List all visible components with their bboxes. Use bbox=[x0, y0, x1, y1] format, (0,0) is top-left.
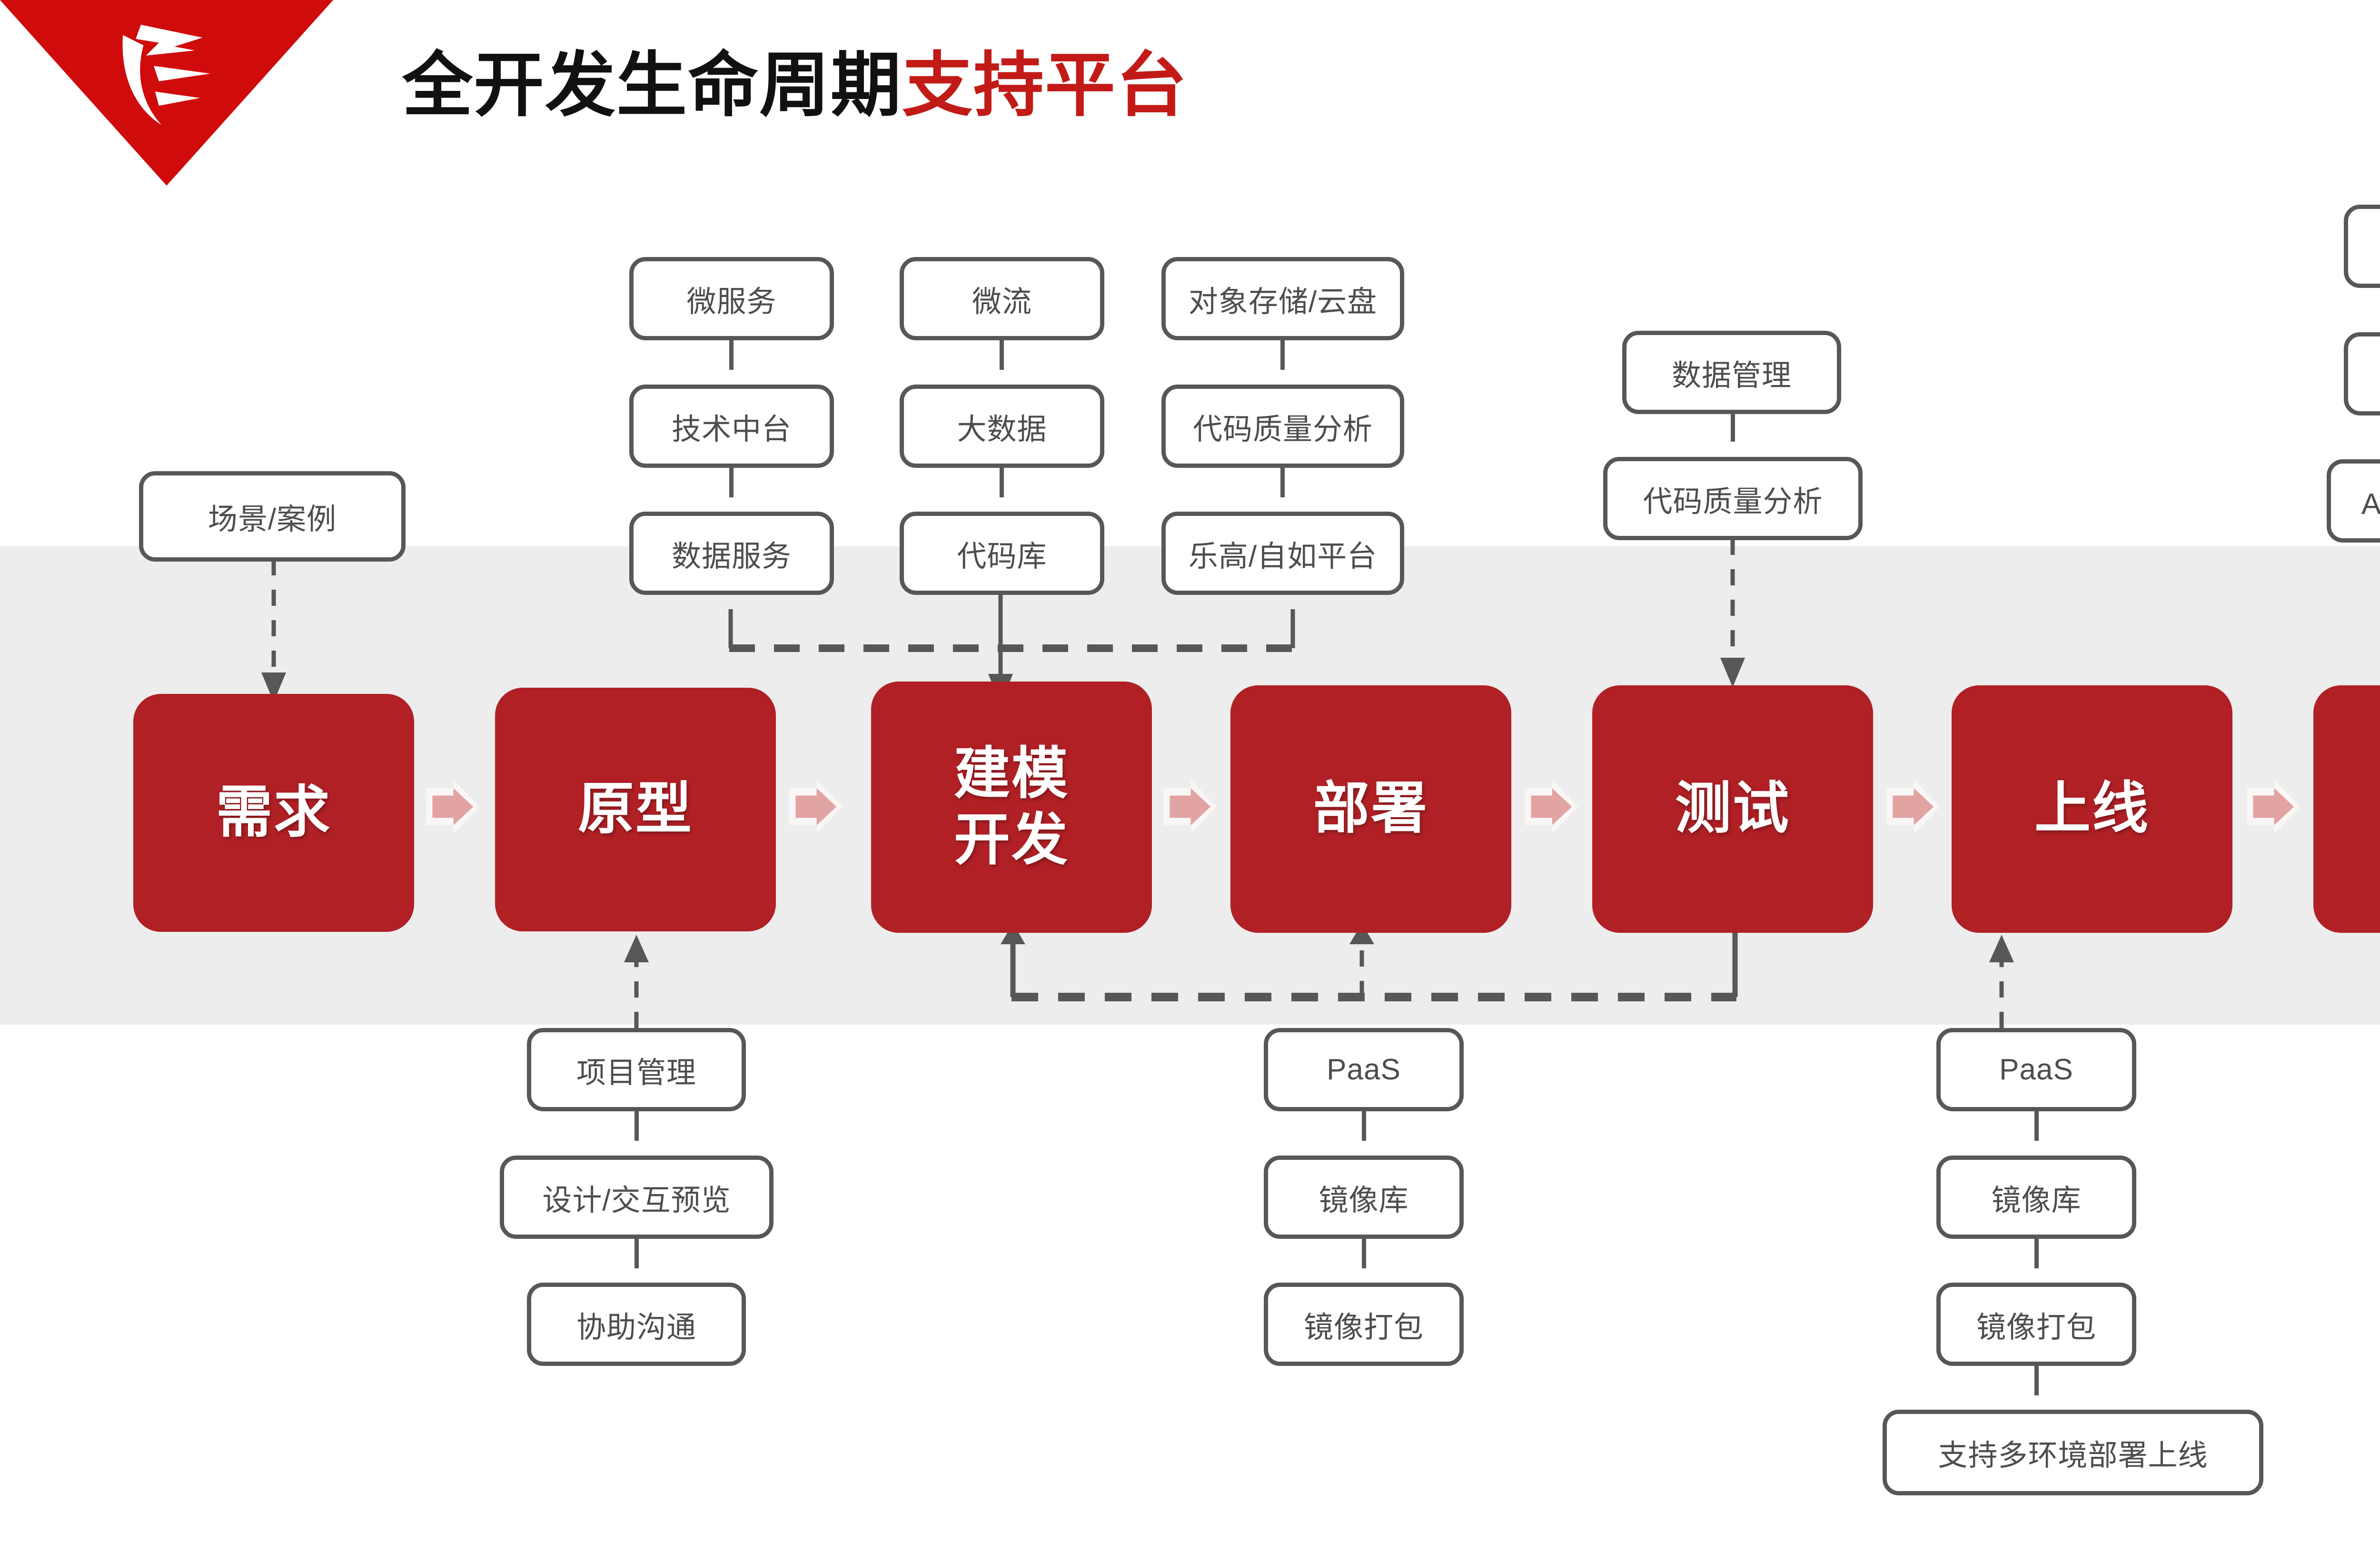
node-label: 场景/案例 bbox=[208, 503, 337, 536]
node-label: APM性能分析 bbox=[2361, 487, 2380, 521]
connector-release-bottom-to-stage bbox=[1975, 933, 2033, 1028]
connector-imagerepo-imagepack-release bbox=[2034, 1237, 2039, 1268]
node-label: 微流 bbox=[972, 285, 1032, 318]
connector-paas-imagerepo-release bbox=[2034, 1110, 2039, 1141]
node-code-quality-analysis-test[interactable]: 代码质量分析 bbox=[1603, 457, 1863, 540]
node-paas-deploy[interactable]: PaaS bbox=[1264, 1028, 1464, 1111]
node-ops-monitoring[interactable]: 运维监控 bbox=[2344, 332, 2380, 415]
node-label: 大数据 bbox=[957, 413, 1047, 446]
stage-label: 需求 bbox=[216, 781, 331, 844]
node-label: 镜像库 bbox=[1319, 1184, 1409, 1217]
connector-tech-dataservice bbox=[729, 466, 734, 497]
connector-prototype-bottom-to-stage bbox=[610, 933, 667, 1028]
node-data-service[interactable]: 数据服务 bbox=[629, 512, 834, 595]
node-image-packaging-release[interactable]: 镜像打包 bbox=[1936, 1283, 2136, 1366]
flow-arrow-2 bbox=[784, 776, 846, 838]
node-label: 数据管理 bbox=[1671, 359, 1792, 392]
stage-requirement[interactable]: 需求 bbox=[133, 694, 414, 932]
connector-bigdata-coderepo bbox=[1000, 466, 1004, 497]
flow-arrow-6 bbox=[2242, 776, 2304, 838]
connector-imagepack-multienv bbox=[2034, 1364, 2039, 1395]
stage-release[interactable]: 上线 bbox=[1952, 685, 2232, 933]
node-image-repository-deploy[interactable]: 镜像库 bbox=[1264, 1156, 1464, 1239]
corner-logo bbox=[0, 0, 333, 186]
node-big-data[interactable]: 大数据 bbox=[900, 385, 1104, 468]
node-log-management[interactable]: 日志管理 bbox=[2344, 205, 2380, 288]
node-label: 对象存储/云盘 bbox=[1188, 285, 1378, 318]
node-multi-env-deploy-release[interactable]: 支持多环境部署上线 bbox=[1883, 1410, 2263, 1495]
stage-prototype[interactable]: 原型 bbox=[495, 688, 776, 931]
flow-arrow-5 bbox=[1882, 776, 1944, 838]
node-label: 乐高/自如平台 bbox=[1188, 540, 1378, 573]
connector-codequality-lego bbox=[1280, 466, 1285, 497]
node-tech-middle-platform[interactable]: 技术中台 bbox=[629, 385, 834, 468]
page-title-accent: 支持平台 bbox=[902, 46, 1188, 125]
node-label: 支持多环境部署上线 bbox=[1938, 1439, 2208, 1472]
node-image-packaging-deploy[interactable]: 镜像打包 bbox=[1264, 1283, 1464, 1366]
node-label: 代码库 bbox=[957, 540, 1047, 573]
node-image-repository-release[interactable]: 镜像库 bbox=[1936, 1156, 2136, 1239]
node-apm-performance-analysis[interactable]: APM性能分析 bbox=[2327, 459, 2380, 543]
connector-test-top-to-stage bbox=[1706, 539, 1764, 689]
node-microflow[interactable]: 微流 bbox=[900, 257, 1104, 340]
flow-arrow-3 bbox=[1159, 776, 1220, 838]
flydiy-bird-icon bbox=[122, 25, 210, 125]
connector-microservice-tech bbox=[729, 339, 734, 370]
node-label: 项目管理 bbox=[576, 1056, 696, 1089]
page-title-main: 全开发生命周期 bbox=[402, 46, 902, 125]
node-label: 技术中台 bbox=[671, 413, 792, 446]
connector-imagerepo-imagepack-deploy bbox=[1362, 1237, 1366, 1268]
node-label: 微服务 bbox=[686, 285, 777, 318]
stage-ops[interactable]: 运维 bbox=[2313, 685, 2380, 933]
connector-microflow-bigdata bbox=[1000, 339, 1004, 370]
connector-objectstorage-codequality bbox=[1280, 339, 1285, 370]
node-requirement-scenario[interactable]: 场景/案例 bbox=[139, 471, 406, 562]
node-label: 代码质量分析 bbox=[1192, 413, 1373, 446]
page-title: 全开发生命周期支持平台 bbox=[402, 45, 1188, 126]
stage-modeling[interactable]: 建模 开发 bbox=[871, 682, 1152, 933]
node-code-quality-analysis-modeling[interactable]: 代码质量分析 bbox=[1161, 385, 1404, 468]
connector-design-collaboration bbox=[635, 1237, 639, 1268]
node-data-management[interactable]: 数据管理 bbox=[1622, 331, 1841, 414]
stage-label: 建模 开发 bbox=[953, 742, 1069, 871]
node-project-management[interactable]: 项目管理 bbox=[527, 1028, 746, 1111]
node-code-repository[interactable]: 代码库 bbox=[900, 512, 1104, 595]
node-design-interactive-preview[interactable]: 设计/交互预览 bbox=[500, 1156, 774, 1239]
node-collaboration[interactable]: 协助沟通 bbox=[527, 1283, 746, 1366]
connector-scenario-to-requirement bbox=[248, 559, 305, 702]
node-label: 数据服务 bbox=[671, 540, 792, 573]
connector-datamanagement-codequality bbox=[1731, 412, 1735, 442]
node-label: 代码质量分析 bbox=[1643, 485, 1823, 518]
connector-paas-imagerepo-deploy bbox=[1362, 1110, 1366, 1141]
stage-label: 测试 bbox=[1675, 777, 1790, 840]
stage-label: 部署 bbox=[1313, 777, 1428, 840]
node-label: PaaS bbox=[1327, 1053, 1401, 1086]
node-lego-platform[interactable]: 乐高/自如平台 bbox=[1161, 512, 1404, 595]
stage-deploy[interactable]: 部署 bbox=[1230, 685, 1511, 933]
stage-test[interactable]: 测试 bbox=[1592, 685, 1873, 933]
node-label: 镜像打包 bbox=[1976, 1311, 2096, 1344]
node-microservice[interactable]: 微服务 bbox=[629, 257, 834, 340]
node-paas-release[interactable]: PaaS bbox=[1936, 1028, 2136, 1111]
node-label: 协助沟通 bbox=[576, 1311, 696, 1344]
node-label: PaaS bbox=[1999, 1053, 2073, 1086]
node-label: 镜像打包 bbox=[1303, 1311, 1424, 1344]
stage-label: 上线 bbox=[2034, 777, 2150, 840]
connector-projectmgmt-design bbox=[635, 1110, 639, 1141]
node-label: 设计/交互预览 bbox=[542, 1184, 731, 1217]
flow-arrow-4 bbox=[1520, 776, 1582, 838]
connector-feedback-loop bbox=[988, 923, 1761, 1004]
node-label: 镜像库 bbox=[1991, 1184, 2082, 1217]
node-object-storage[interactable]: 对象存储/云盘 bbox=[1161, 257, 1404, 340]
stage-label: 原型 bbox=[577, 778, 693, 841]
flow-arrow-1 bbox=[421, 776, 483, 838]
